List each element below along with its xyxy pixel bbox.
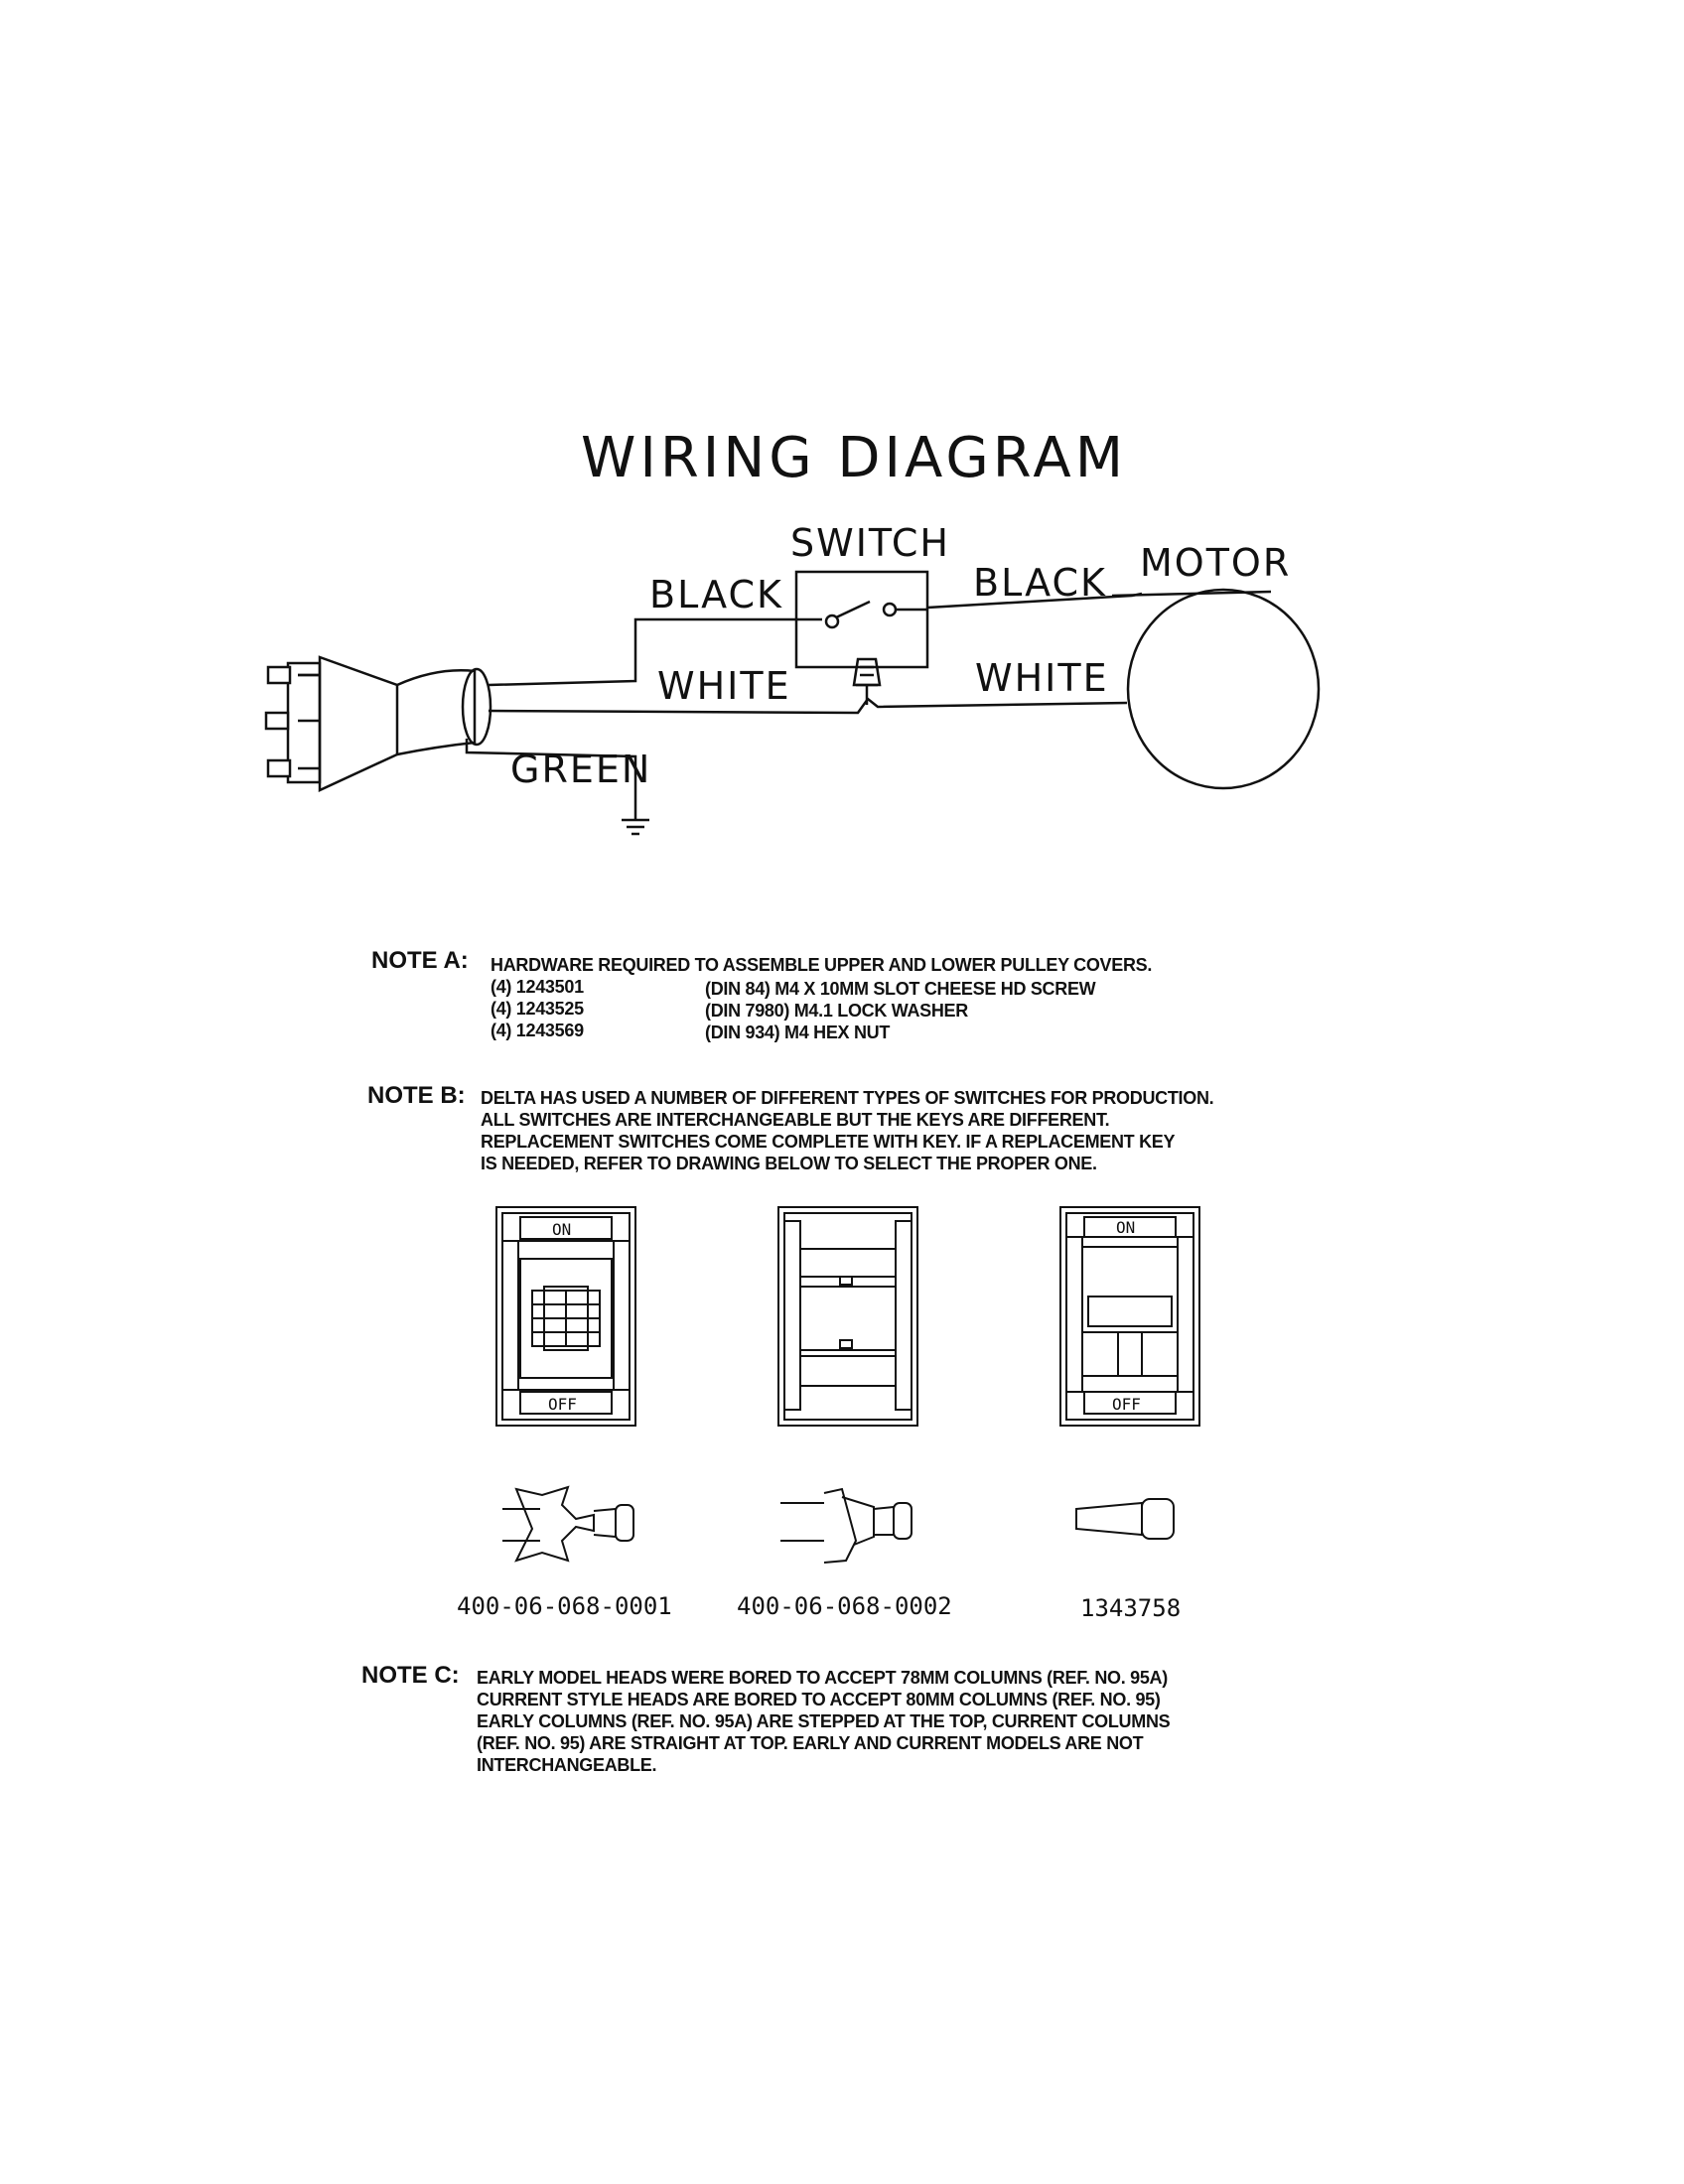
switch-type-1: ON OFF <box>495 1206 636 1427</box>
label-green: GREEN <box>510 748 651 791</box>
key-3-icon <box>1075 1498 1175 1540</box>
black-wire-left <box>488 617 796 687</box>
note-b-line-1: DELTA HAS USED A NUMBER OF DIFFERENT TYP… <box>481 1088 1214 1108</box>
label-black-right: BLACK <box>973 561 1107 605</box>
wire-nut-icon <box>852 657 882 705</box>
switch-1-on-label: ON <box>552 1220 571 1239</box>
note-a-item-2-desc: (DIN 7980) M4.1 LOCK WASHER <box>705 1001 968 1021</box>
note-c-line-1: EARLY MODEL HEADS WERE BORED TO ACCEPT 7… <box>477 1668 1168 1688</box>
note-c-line-5: INTERCHANGEABLE. <box>477 1755 657 1775</box>
note-c-line-3: EARLY COLUMNS (REF. NO. 95A) ARE STEPPED… <box>477 1711 1171 1731</box>
plug <box>264 655 492 792</box>
note-a-item-2-part: (4) 1243525 <box>491 999 584 1019</box>
ground-icon <box>622 814 649 836</box>
wiring-diagram: WIRING DIAGRAM <box>264 426 1321 836</box>
label-white-right: WHITE <box>975 656 1109 700</box>
switch-1-off-label: OFF <box>548 1395 577 1414</box>
part-number-1: 400-06-068-0001 <box>457 1592 672 1620</box>
note-c-heading: NOTE C: <box>361 1662 460 1689</box>
label-motor: MOTOR <box>1140 541 1291 585</box>
part-number-3: 1343758 <box>1080 1594 1181 1622</box>
key-2-icon <box>780 1487 912 1564</box>
note-b-line-3: REPLACEMENT SWITCHES COME COMPLETE WITH … <box>481 1132 1176 1152</box>
label-switch: SWITCH <box>790 521 950 565</box>
note-b-line-4: IS NEEDED, REFER TO DRAWING BELOW TO SEL… <box>481 1154 1097 1173</box>
switch-type-2 <box>777 1206 918 1427</box>
part-number-2: 400-06-068-0002 <box>737 1592 952 1620</box>
note-a-item-1-part: (4) 1243501 <box>491 977 584 997</box>
note-a-heading: NOTE A: <box>371 947 469 974</box>
note-c-line-4: (REF. NO. 95) ARE STRAIGHT AT TOP. EARLY… <box>477 1733 1144 1753</box>
note-a-item-1-desc: (DIN 84) M4 X 10MM SLOT CHEESE HD SCREW <box>705 979 1096 999</box>
note-a-item-3-part: (4) 1243569 <box>491 1021 584 1040</box>
note-a-item-3-desc: (DIN 934) M4 HEX NUT <box>705 1023 891 1042</box>
note-a-text: HARDWARE REQUIRED TO ASSEMBLE UPPER AND … <box>491 955 1153 975</box>
white-wire <box>488 697 1128 715</box>
note-b-line-2: ALL SWITCHES ARE INTERCHANGEABLE BUT THE… <box>481 1110 1110 1130</box>
diagram-title: WIRING DIAGRAM <box>581 426 1127 490</box>
switch-type-3: ON OFF <box>1059 1206 1200 1427</box>
note-c-line-2: CURRENT STYLE HEADS ARE BORED TO ACCEPT … <box>477 1690 1161 1709</box>
switch-3-on-label: ON <box>1116 1218 1135 1237</box>
label-black-left: BLACK <box>649 573 783 616</box>
switch-3-off-label: OFF <box>1112 1395 1141 1414</box>
key-1-icon <box>502 1485 634 1563</box>
note-b-heading: NOTE B: <box>367 1082 466 1109</box>
green-wire <box>465 739 637 814</box>
label-white-left: WHITE <box>657 664 791 708</box>
motor-circle <box>1126 588 1321 790</box>
